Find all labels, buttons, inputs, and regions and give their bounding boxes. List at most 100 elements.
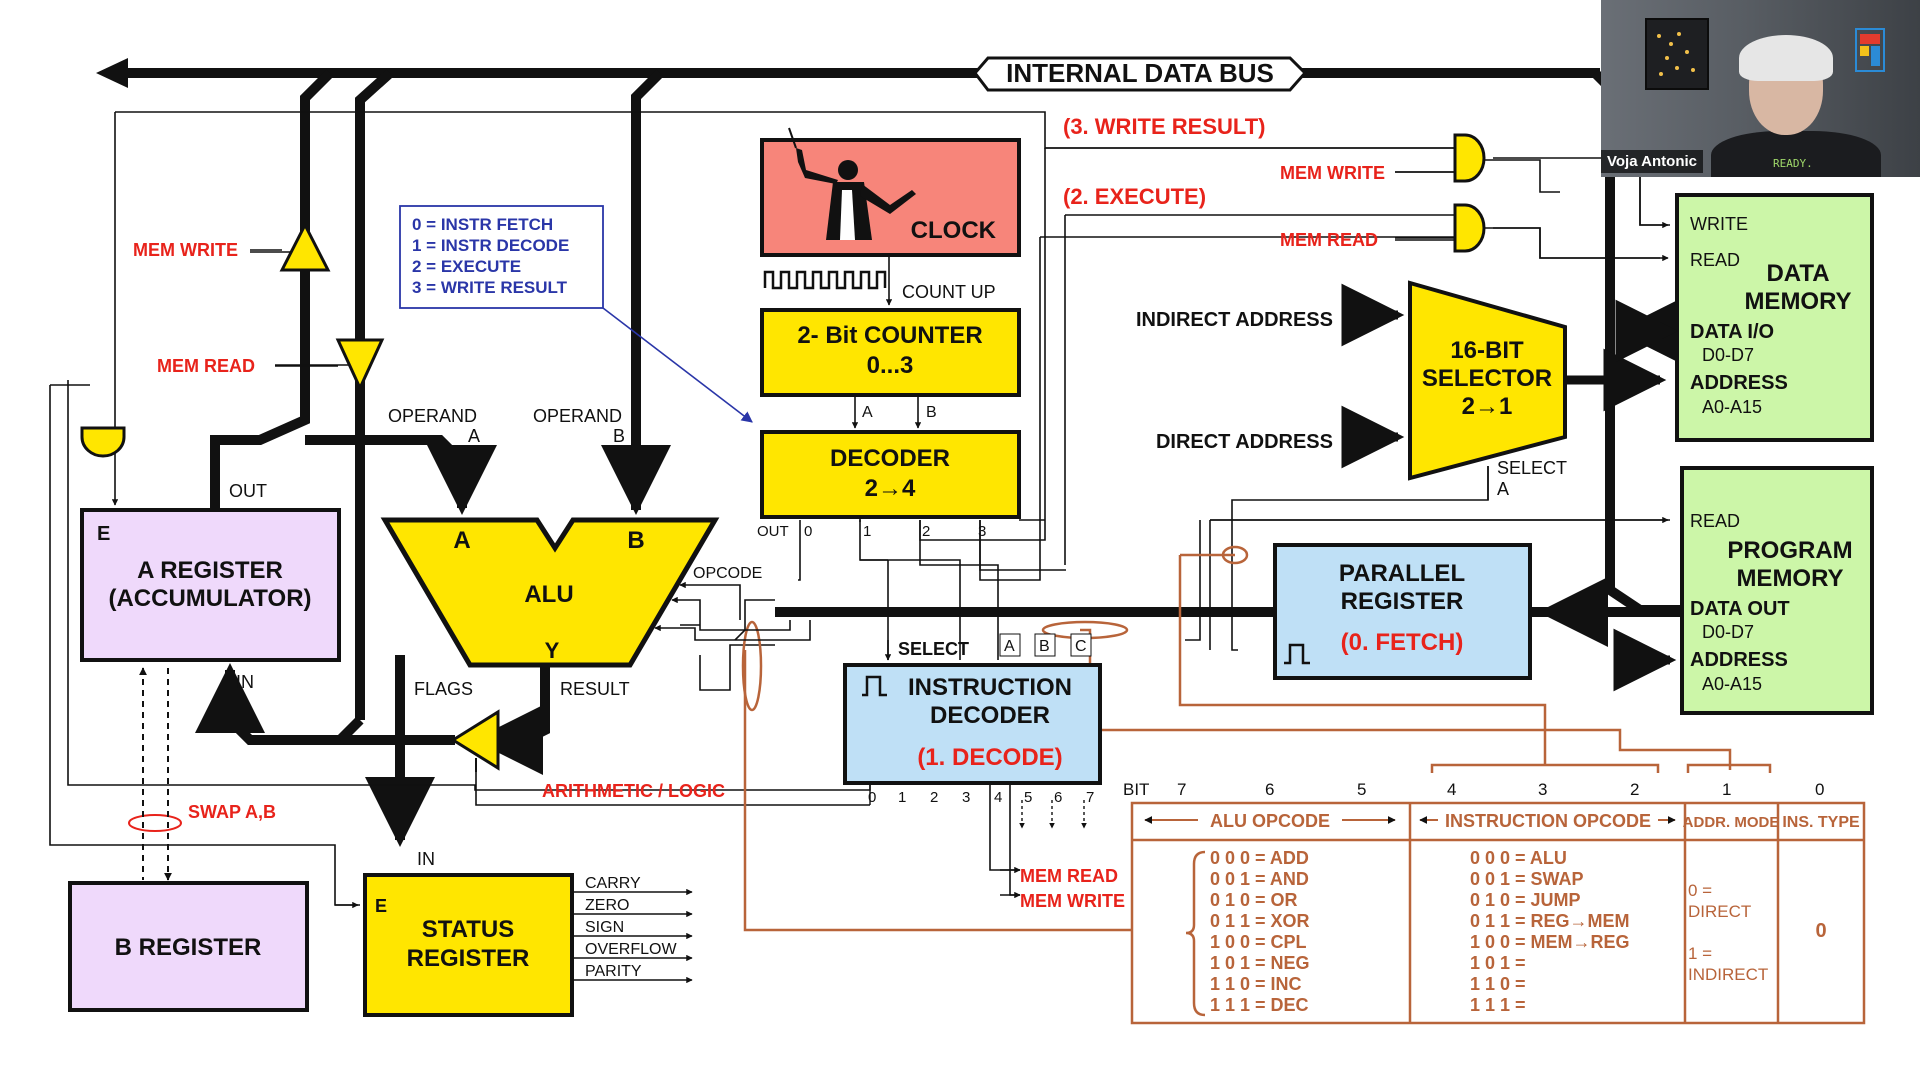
instr-out-4: 4 (994, 789, 1002, 806)
decoder-input-a: A (862, 404, 873, 421)
alu-op-6: 1 1 0 = INC (1210, 974, 1302, 994)
status-in-label: IN (417, 849, 435, 869)
count-up-label: COUNT UP (902, 282, 996, 302)
instr-op-0: 0 0 0 = ALU (1470, 848, 1567, 868)
presenter-name-tag: Voja Antonic (1601, 150, 1703, 173)
parallel-register-title: PARALLEL (1339, 560, 1465, 587)
wall-picture (1645, 18, 1709, 90)
bit-4: 4 (1447, 780, 1456, 799)
alu-input-a: A (453, 527, 470, 554)
status-register-enable: E (375, 896, 387, 916)
instr-op-3: 0 1 1 = REG→MEM (1470, 911, 1630, 931)
phase-write-result: (3. WRITE RESULT) (1063, 114, 1265, 139)
parallel-register-clock-icon (1284, 643, 1310, 665)
phase-legend-1: 1 = INSTR DECODE (412, 236, 569, 255)
a-register-in-label: IN (236, 672, 254, 692)
clock-pulse-icon (763, 270, 887, 290)
phase-decode: (1. DECODE) (917, 744, 1062, 771)
b-register-title: B REGISTER (115, 934, 262, 961)
parallel-register-block: PARALLEL REGISTER (0. FETCH) (1273, 543, 1532, 680)
bus-label: INTERNAL DATA BUS (1006, 58, 1274, 88)
alu-op-4: 1 0 0 = CPL (1210, 932, 1307, 952)
alu-op-1: 0 0 1 = AND (1210, 869, 1309, 889)
data-memory-io: DATA I/O (1690, 321, 1774, 343)
bit-7: 7 (1177, 780, 1186, 799)
bus-buffers (279, 221, 500, 772)
alu-flags-label: FLAGS (414, 679, 473, 699)
addr-mode-list: 0 = DIRECT 1 = INDIRECT (1688, 881, 1768, 984)
operand-b-letter: B (613, 426, 625, 446)
app-logo-icon (1855, 28, 1885, 72)
status-register-title: STATUS (422, 916, 514, 943)
counter-block: 2- Bit COUNTER 0...3 (760, 308, 1021, 397)
and-gates (80, 133, 1486, 458)
phase-legend: 0 = INSTR FETCH 1 = INSTR DECODE 2 = EXE… (399, 205, 753, 423)
decoder-out-0: 0 (804, 523, 812, 540)
select-label: SELECT (898, 639, 969, 659)
decoder-mem-read-label: MEM READ (1020, 866, 1118, 886)
data-memory-read: READ (1690, 250, 1740, 270)
bus-tap-ellipse (741, 620, 763, 712)
program-memory-address-range: A0-A15 (1702, 674, 1762, 694)
addr-mode-indirect: INDIRECT (1688, 965, 1768, 984)
selector-select-label: SELECT (1497, 458, 1567, 478)
bit-0: 0 (1815, 780, 1824, 799)
phase-fetch: (0. FETCH) (1341, 629, 1464, 656)
parallel-register-subtitle: REGISTER (1341, 588, 1464, 615)
select-input-c: C (1075, 638, 1087, 655)
data-memory-block: WRITE READ DATA MEMORY DATA I/O D0-D7 AD… (1675, 193, 1874, 442)
flag-parity: PARITY (585, 963, 642, 980)
addr-mode-header: ADDR. MODE (1683, 814, 1780, 831)
program-memory-read: READ (1690, 511, 1740, 531)
bit-3: 3 (1538, 780, 1547, 799)
program-memory-data-range: D0-D7 (1702, 622, 1754, 642)
b-register-block: B REGISTER (68, 881, 309, 1012)
a-register-title: A REGISTER (137, 557, 283, 584)
data-memory-title: DATA (1766, 260, 1829, 287)
alu-op-3: 0 1 1 = XOR (1210, 911, 1310, 931)
addr-mode-direct: DIRECT (1688, 902, 1751, 921)
opcode-bit-wiring (743, 553, 1732, 932)
instr-ops-list: 0 0 0 = ALU 0 0 1 = SWAP 0 1 0 = JUMP 0 … (1470, 848, 1630, 1015)
alu-op-7: 1 1 1 = DEC (1210, 995, 1309, 1015)
program-memory-block: READ PROGRAM MEMORY DATA OUT D0-D7 ADDRE… (1680, 466, 1874, 715)
bit-1: 1 (1722, 780, 1731, 799)
selector-ratio: 2→1 (1462, 393, 1513, 420)
flag-sign: SIGN (585, 919, 624, 936)
instr-out-5: 5 (1024, 789, 1032, 806)
decoder-out-3: 3 (978, 523, 986, 540)
addr-mode-1: 1 = (1688, 944, 1712, 963)
alu-op-5: 1 0 1 = NEG (1210, 953, 1310, 973)
instruction-opcode-header: INSTRUCTION OPCODE (1445, 811, 1651, 831)
data-memory-address: ADDRESS (1690, 372, 1788, 394)
status-flags: CARRY ZERO SIGN OVERFLOW PARITY (572, 875, 693, 984)
flag-zero: ZERO (585, 897, 629, 914)
a-register-subtitle: (ACCUMULATOR) (108, 585, 311, 612)
selector-subtitle: SELECTOR (1422, 365, 1552, 392)
ins-type-value: 0 (1815, 920, 1826, 942)
alu-opcode-label: OPCODE (693, 565, 762, 582)
indirect-address-label: INDIRECT ADDRESS (1136, 309, 1333, 331)
instr-op-5: 1 0 1 = (1470, 953, 1526, 973)
decoder-out-2: 2 (922, 523, 930, 540)
decoder-clock-pulse-icon (862, 675, 887, 697)
operand-b-label: OPERAND (533, 406, 622, 426)
alu-opcode-header: ALU OPCODE (1210, 811, 1330, 831)
instr-op-6: 1 1 0 = (1470, 974, 1526, 994)
selector-title: 16-BIT (1450, 337, 1524, 364)
instr-out-0: 0 (868, 789, 876, 806)
shirt-print: READY. (1773, 157, 1813, 170)
decoder-input-b: B (926, 404, 937, 421)
decoder-ratio: 2→4 (865, 475, 916, 502)
alu-op-0: 0 0 0 = ADD (1210, 848, 1309, 868)
arith-logic-label: ARITHMETIC / LOGIC (542, 781, 725, 801)
instr-op-7: 1 1 1 = (1470, 995, 1526, 1015)
instruction-decoder-title: INSTRUCTION (908, 674, 1072, 701)
alu-input-b: B (627, 527, 644, 554)
swap-ellipse (128, 814, 182, 832)
operand-a-letter: A (468, 426, 480, 446)
instr-out-3: 3 (962, 789, 970, 806)
presenter-hair (1739, 35, 1833, 81)
